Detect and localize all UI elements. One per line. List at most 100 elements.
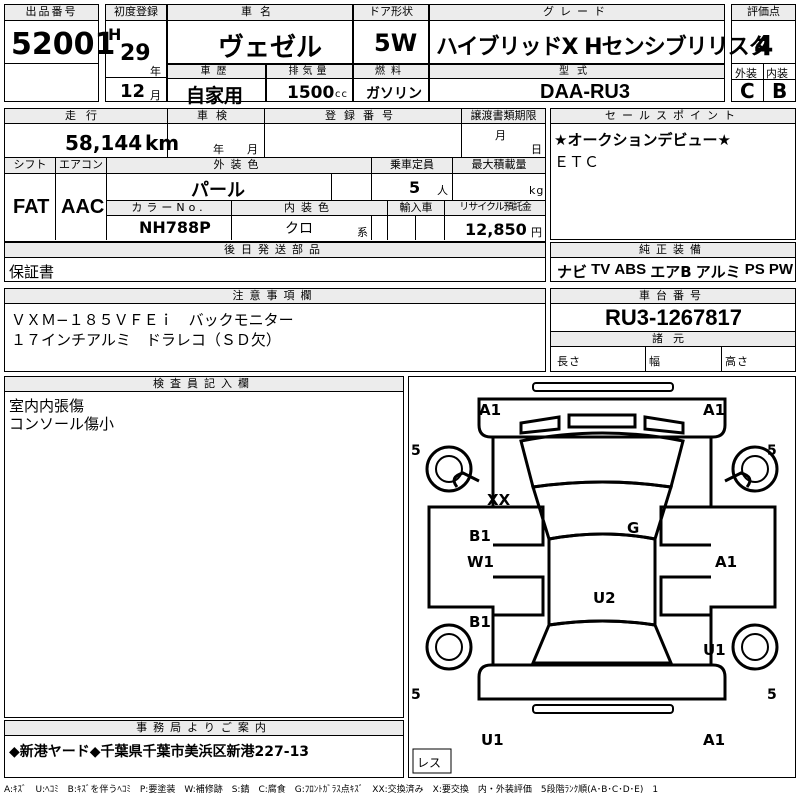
- transfer-label: 譲渡書類期限: [462, 109, 545, 124]
- mark-u2-roof: U2: [593, 589, 616, 607]
- door-value: 5W: [374, 29, 418, 57]
- inspection-year-unit: 年: [213, 143, 225, 156]
- displacement-cell: 排気量 1500 cc: [266, 64, 353, 103]
- score-value: 4: [754, 29, 774, 62]
- max-load-label: 最大積載量: [453, 158, 545, 174]
- model-cell: 型式 DAA-RU3: [429, 64, 725, 103]
- recycle-value: 12,850: [465, 220, 527, 239]
- door-cell: ドア形状 5W: [353, 4, 429, 64]
- inspector-line-1: 室内内張傷: [9, 397, 85, 415]
- spec-height-label: 高さ: [725, 355, 749, 368]
- later-parts-box: 後日発送部品 保証書: [4, 242, 546, 282]
- capacity-unit: 人: [437, 184, 449, 197]
- int-color-unit: 系: [357, 226, 369, 239]
- aircon-value: AAC: [61, 196, 105, 218]
- fuel-cell: 燃料 ガソリン: [353, 64, 429, 102]
- sales-points-label: セールスポイント: [551, 109, 795, 124]
- tires: [425, 445, 779, 671]
- notes-line-1: ＶＸＭ−１８５ＶＦＥｉ バックモニター: [11, 311, 294, 329]
- inspection-label: 車検: [168, 109, 264, 124]
- mark-a1-rear-right: A1: [703, 731, 725, 749]
- equipment-block: シフト FAT エアコン AAC 外装色 パール 乗車定員 5 人 最大積載量 …: [4, 158, 546, 242]
- int-score-label: 内装: [766, 67, 788, 80]
- color-no-label: カラーNo.: [107, 201, 231, 216]
- mark-w1-left-front-door: W1: [467, 553, 494, 571]
- ext-color-value: パール: [191, 180, 245, 201]
- inspector-line-2: コンソール傷小: [9, 415, 115, 433]
- first-registration-label: 初度登録: [106, 5, 166, 21]
- inspector-label: 検査員記入欄: [5, 377, 403, 392]
- mark-g-windshield: G: [627, 519, 639, 537]
- chassis-value: RU3-1267817: [605, 305, 742, 330]
- genuine-item-tv: TV: [591, 261, 611, 278]
- int-color-label: 内装色: [232, 201, 387, 216]
- reg-no-label: 登録番号: [265, 109, 461, 124]
- grade-value: ハイブリッドX Hセンシブリリスタ: [436, 35, 771, 60]
- fuel-value: ガソリン: [366, 86, 422, 102]
- mark-a1-right-front-door: A1: [715, 553, 737, 571]
- lot-number-label: 出品番号: [5, 5, 98, 21]
- recycle-label: リサイクル預託金: [445, 201, 545, 216]
- mark-b1-left-rear-door: B1: [469, 613, 491, 631]
- int-color-value: クロ: [285, 221, 313, 237]
- mark-u1-right-rear: U1: [703, 641, 726, 659]
- sales-points-box: セールスポイント ★オークションデビュー★ ＥＴＣ: [550, 108, 796, 240]
- mileage-row: 走行 58,144 km 車検 年 月 登録番号 譲渡書類期限 月 日: [4, 108, 546, 158]
- tire-rear-left-tread: 5: [411, 687, 421, 703]
- car-name-value: ヴェゼル: [218, 33, 323, 63]
- mileage-label: 走行: [5, 109, 167, 124]
- capacity-label: 乗車定員: [372, 158, 452, 174]
- transfer-month-unit: 月: [495, 129, 507, 142]
- year-unit: 年: [150, 65, 162, 78]
- chassis-label: 車台番号: [551, 289, 795, 304]
- era-value: H: [108, 25, 122, 44]
- genuine-item-navi: ナビ: [557, 263, 588, 281]
- ext-color-label: 外装色: [107, 158, 371, 174]
- month-value: 12: [120, 81, 146, 102]
- car-name-cell: 車名 ヴェゼル: [167, 4, 353, 64]
- history-value: 自家用: [186, 85, 244, 107]
- displacement-unit: cc: [335, 89, 348, 100]
- notes-label: 注意事項欄: [5, 289, 545, 304]
- month-unit: 月: [150, 89, 162, 102]
- door-label: ドア形状: [354, 5, 428, 21]
- notes-line-2: １７インチアルミ ドラレコ（ＳＤ欠）: [11, 331, 281, 349]
- mark-xx-hood: XX: [487, 491, 511, 509]
- fuel-label: 燃料: [354, 65, 428, 79]
- recycle-unit: 円: [531, 226, 543, 239]
- tire-rear-right-tread: 5: [767, 687, 777, 703]
- import-label: 輸入車: [388, 201, 444, 216]
- history-label: 車歴: [168, 65, 265, 79]
- genuine-item-airbag: エアB: [650, 263, 692, 281]
- score-label: 評価点: [732, 5, 795, 21]
- mark-b1-left-front-door: B1: [469, 527, 491, 545]
- displacement-label: 排気量: [267, 65, 352, 79]
- mark-a1-front-left: A1: [479, 401, 501, 419]
- specs-label: 諸元: [551, 331, 795, 347]
- damage-diagram: 5 5 5 5 レス A1 A1 XX G B1 W1 A1 B1 U2 U1 …: [408, 376, 796, 778]
- genuine-item-abs: ABS: [614, 261, 647, 278]
- shift-label: シフト: [5, 158, 55, 174]
- ext-score-label: 外装: [735, 67, 757, 80]
- genuine-equipment-box: 純正装備 ナビ TV ABS エアB アルミ PS PW: [550, 242, 796, 282]
- sales-point-line-1: ★オークションデビュー★: [554, 131, 731, 149]
- history-cell: 車歴 自家用: [167, 64, 266, 107]
- top-info-grid: 出品番号 52001 初度登録 H 29 年 12 月 車名 ヴェゼル ドア形状…: [4, 4, 796, 107]
- spare-tire-label: レス: [417, 756, 441, 770]
- model-label: 型式: [430, 65, 724, 79]
- tire-front-left-tread: 5: [411, 443, 421, 459]
- inspector-box: 検査員記入欄 室内内張傷 コンソール傷小: [4, 376, 404, 718]
- later-parts-value: 保証書: [9, 263, 55, 281]
- chassis-box: 車台番号 RU3-1267817 諸元 長さ 幅 高さ: [550, 288, 796, 372]
- office-box: 事務局よりご案内 ◆新港ヤード◆千葉県千葉市美浜区新港227-13: [4, 720, 404, 778]
- tire-front-right-tread: 5: [767, 443, 777, 459]
- later-parts-label: 後日発送部品: [5, 243, 545, 258]
- genuine-equipment-label: 純正装備: [551, 243, 795, 258]
- grade-cell: グレード ハイブリッドX Hセンシブリリスタ: [429, 4, 771, 64]
- notes-box: 注意事項欄 ＶＸＭ−１８５ＶＦＥｉ バックモニター １７インチアルミ ドラレコ（…: [4, 288, 546, 372]
- genuine-item-ps: PS: [744, 261, 765, 278]
- genuine-items-row: ナビ TV ABS エアB アルミ PS PW: [557, 261, 793, 282]
- mileage-value: 58,144: [65, 131, 143, 155]
- genuine-item-pw: PW: [768, 261, 793, 278]
- mark-u1-rear-left: U1: [481, 731, 504, 749]
